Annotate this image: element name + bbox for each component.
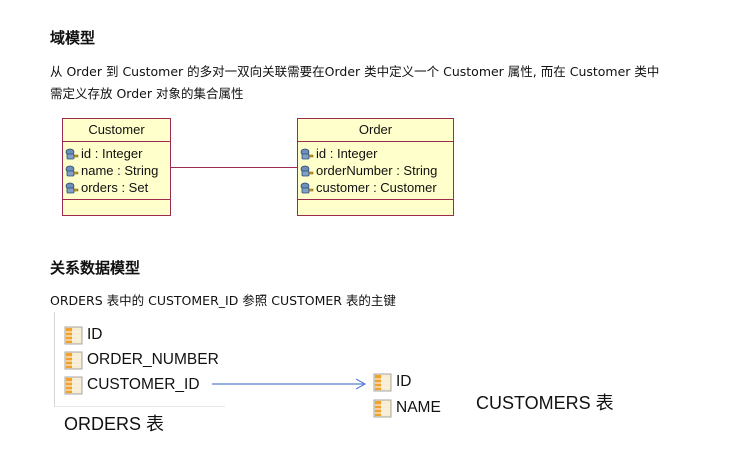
customer-class-box: Customer id : Integer name : String orde… (62, 118, 171, 216)
column-icon (64, 376, 83, 395)
order-class-box: Order id : Integer orderNumber : String … (297, 118, 454, 216)
column-icon (64, 351, 83, 370)
order-attribute: id : Integer (300, 145, 453, 162)
orders-column: CUSTOMER_ID (64, 374, 200, 396)
attribute-key-icon (65, 165, 79, 177)
domain-model-heading: 域模型 (50, 29, 96, 47)
order-attribute-label: orderNumber : String (316, 163, 438, 178)
foreign-key-arrow (212, 378, 367, 390)
order-class-operations (298, 200, 453, 211)
customers-column-label: NAME (396, 399, 441, 416)
customer-class-name: Customer (63, 119, 170, 142)
attribute-key-icon (300, 148, 314, 160)
orders-table-caption: ORDERS 表 (64, 414, 165, 434)
orders-table-frame (54, 312, 225, 407)
order-attribute: orderNumber : String (300, 162, 453, 179)
column-icon (373, 373, 392, 392)
orders-column: ID (64, 324, 103, 346)
order-attribute: customer : Customer (300, 179, 453, 196)
domain-model-description-line1: 从 Order 到 Customer 的多对一双向关联需要在Order 类中定义… (50, 64, 660, 79)
column-icon (373, 399, 392, 418)
order-attribute-label: customer : Customer (316, 180, 437, 195)
customer-attribute: id : Integer (65, 145, 170, 162)
customer-attribute-label: orders : Set (81, 180, 149, 195)
customer-attribute-label: name : String (81, 163, 159, 178)
relational-model-heading: 关系数据模型 (50, 259, 141, 277)
customer-attribute: name : String (65, 162, 170, 179)
domain-model-description-line2: 需定义存放 Order 对象的集合属性 (50, 86, 244, 101)
order-attribute-label: id : Integer (316, 146, 378, 161)
customers-column: ID (373, 371, 412, 393)
customer-attribute-label: id : Integer (81, 146, 143, 161)
customer-class-operations (63, 200, 170, 211)
attribute-key-icon (65, 182, 79, 194)
orders-column: ORDER_NUMBER (64, 349, 219, 371)
orders-column-label: ID (87, 326, 103, 343)
customer-class-attributes: id : Integer name : String orders : Set (63, 142, 170, 200)
customers-table-caption: CUSTOMERS 表 (476, 393, 614, 413)
association-line (171, 167, 297, 168)
orders-column-label: CUSTOMER_ID (87, 376, 200, 393)
customers-column-label: ID (396, 373, 412, 390)
order-class-name: Order (298, 119, 453, 142)
relational-model-description: ORDERS 表中的 CUSTOMER_ID 参照 CUSTOMER 表的主键 (50, 293, 396, 308)
attribute-key-icon (300, 182, 314, 194)
order-class-attributes: id : Integer orderNumber : String custom… (298, 142, 453, 200)
attribute-key-icon (300, 165, 314, 177)
column-icon (64, 326, 83, 345)
customers-column: NAME (373, 397, 441, 419)
customer-attribute: orders : Set (65, 179, 170, 196)
attribute-key-icon (65, 148, 79, 160)
orders-column-label: ORDER_NUMBER (87, 351, 219, 368)
